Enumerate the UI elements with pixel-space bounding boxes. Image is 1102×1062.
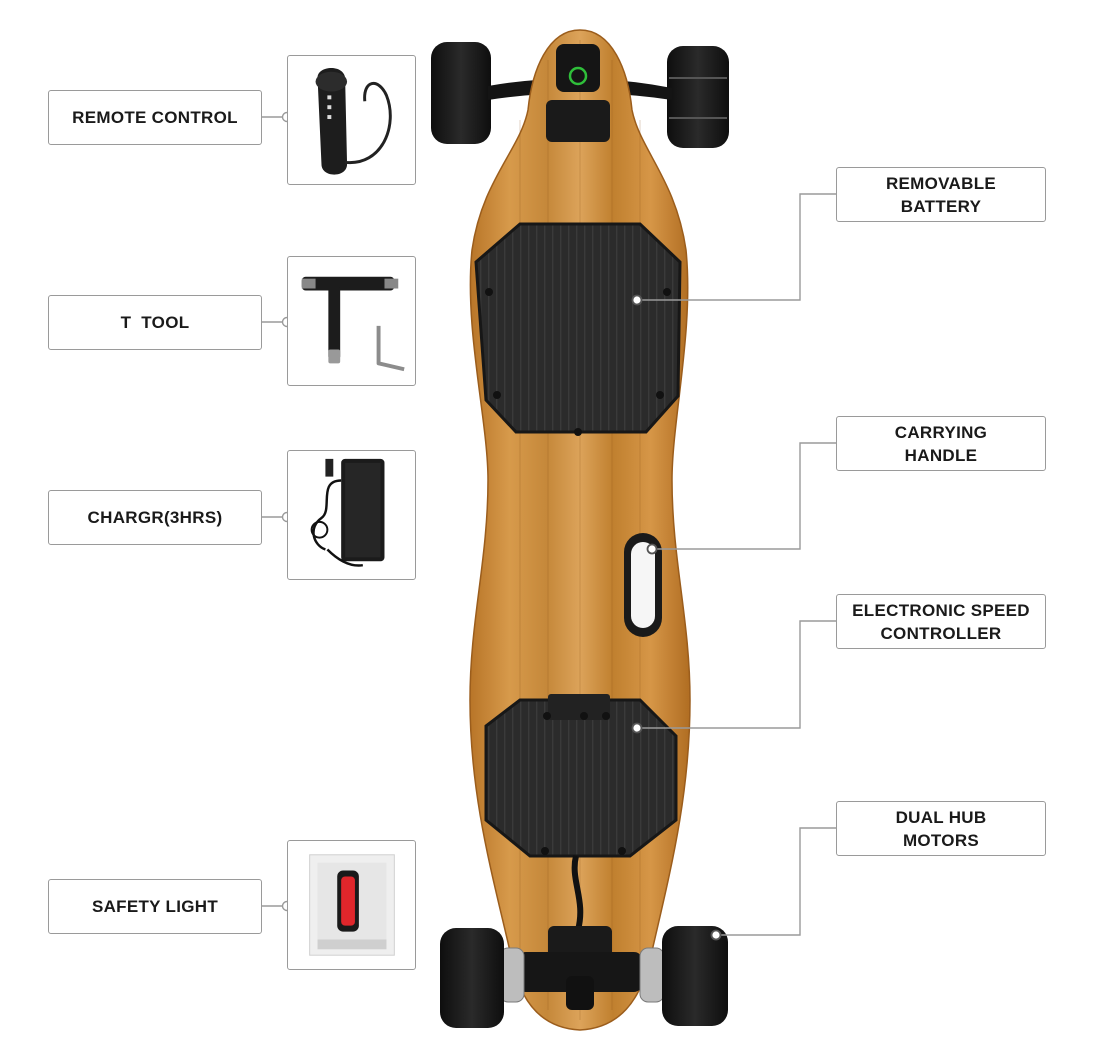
esc-label: ELECTRONIC SPEED CONTROLLER [836,594,1046,649]
t-tool-label: T TOOL [48,295,262,350]
safety-light-thumbnail [287,840,416,970]
remote-control-thumbnail [287,55,416,185]
dual-hub-motors-label: DUAL HUB MOTORS [836,801,1046,856]
front-left-wheel [431,42,491,144]
remote-control-icon [315,68,392,175]
safety-light-icon [309,854,395,956]
removable-battery-label: REMOVABLE BATTERY [836,167,1046,222]
front-right-wheel [667,46,729,148]
charger-thumbnail [287,450,416,580]
remote-control-label: REMOTE CONTROL [48,90,262,145]
rear-truck [440,926,728,1028]
charger-icon [310,458,385,567]
rear-right-wheel [662,926,728,1026]
carrying-handle-label: CARRYING HANDLE [836,416,1046,471]
charger-label: CHARGR(3HRS) [48,490,262,545]
callout-leaders [637,193,836,936]
t-tool-icon [301,276,405,372]
safety-light-label: SAFETY LIGHT [48,879,262,934]
truck-pivot-ring [568,66,588,86]
battery-pack [474,222,682,434]
rear-left-wheel [440,928,504,1028]
esc-box [484,698,678,858]
t-tool-thumbnail [287,256,416,386]
